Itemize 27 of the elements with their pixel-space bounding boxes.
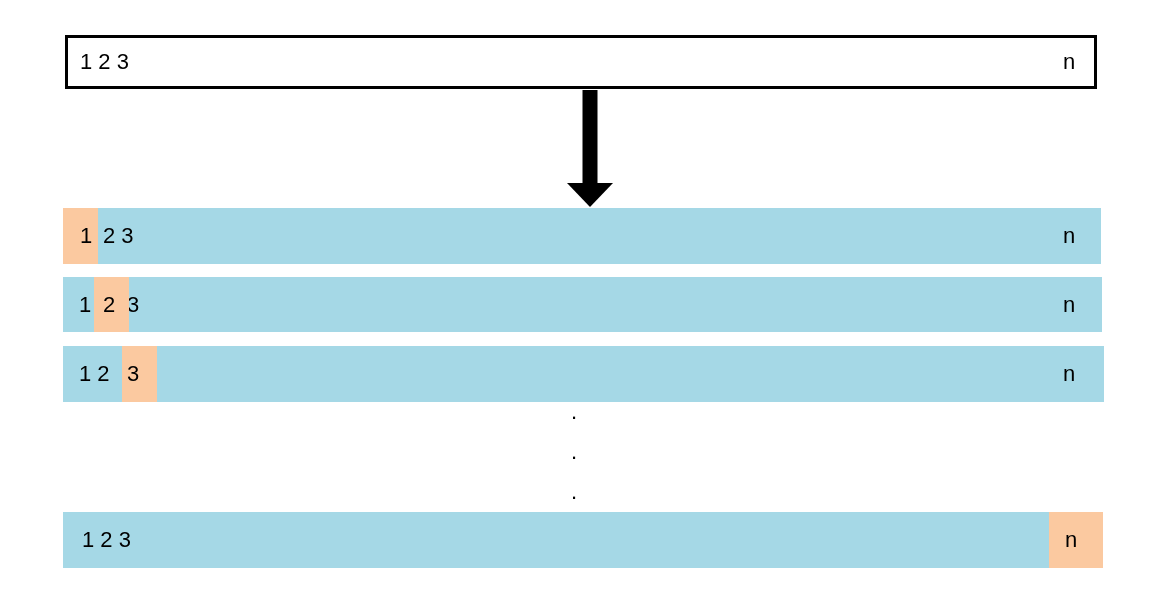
index-label: 1 2 bbox=[79, 361, 110, 387]
ellipsis-dot: . bbox=[571, 482, 578, 502]
fold-bar bbox=[63, 346, 1104, 402]
fold-bar bbox=[63, 512, 1103, 568]
fold-bar bbox=[63, 208, 1101, 264]
index-label: n bbox=[1063, 291, 1076, 318]
test-cell bbox=[1049, 512, 1103, 568]
index-label: n bbox=[1063, 361, 1076, 387]
index-label: 2 bbox=[103, 291, 116, 318]
index-label: 1 bbox=[79, 291, 92, 318]
index-label: n bbox=[1065, 527, 1078, 553]
test-cell bbox=[94, 277, 129, 332]
index-label: 1 2 3 bbox=[82, 527, 131, 553]
index-label: n bbox=[1063, 223, 1076, 249]
index-label: n bbox=[1063, 49, 1076, 75]
index-label: 3 bbox=[127, 361, 140, 387]
ellipsis-dot: . bbox=[571, 442, 578, 462]
test-cell bbox=[122, 346, 157, 402]
test-cell bbox=[63, 208, 98, 264]
index-label: 1 bbox=[80, 223, 93, 249]
arrow bbox=[567, 90, 613, 207]
sample-bar bbox=[65, 35, 1097, 89]
index-label: 1 2 3 bbox=[80, 49, 129, 75]
index-label: 2 3 bbox=[103, 223, 134, 249]
ellipsis-dot: . bbox=[571, 402, 578, 422]
fold-bar bbox=[63, 277, 1102, 332]
index-label: 3 bbox=[127, 291, 140, 318]
